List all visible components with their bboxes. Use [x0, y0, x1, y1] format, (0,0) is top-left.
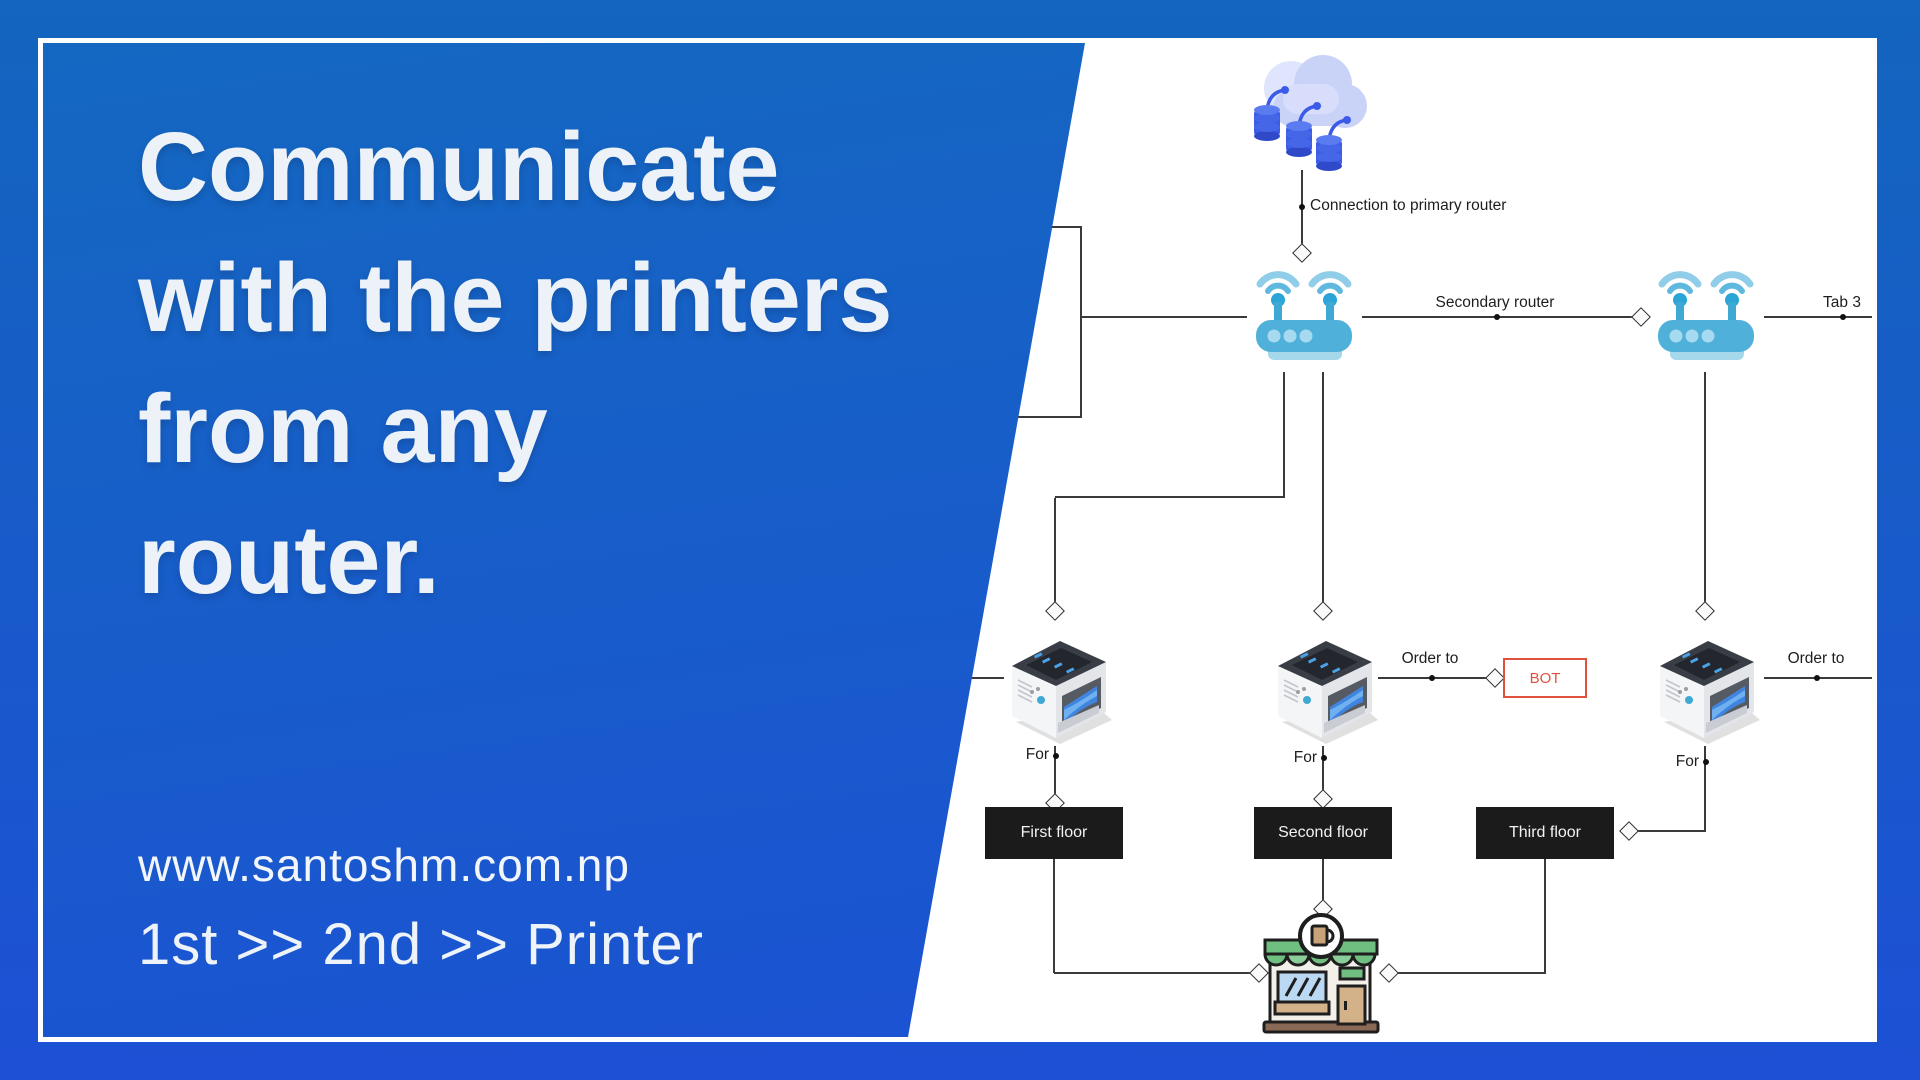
headline-line-2: with the printers [138, 243, 893, 352]
website-url: www.santoshm.com.np [138, 839, 630, 891]
connector-line [1054, 498, 1056, 606]
floor-box-third: Third floor [1476, 807, 1614, 859]
printer-icon-left [1012, 641, 1112, 744]
diamond-connector [1313, 789, 1333, 809]
label-for-left: For [1025, 746, 1049, 763]
routing-flow-text: 1st >> 2nd >> Printer [138, 912, 704, 977]
connector-line [1322, 859, 1324, 901]
connector-line [1637, 830, 1705, 832]
connector-line [1081, 316, 1247, 318]
connector-line [1283, 372, 1285, 498]
connector-line [1704, 746, 1706, 832]
connector-line [1080, 226, 1082, 418]
junction-dot [1299, 204, 1305, 210]
label-order-to-middle: Order to [1401, 650, 1459, 667]
junction-dot [1703, 759, 1709, 765]
left-blue-panel: Communicate with the printers from any r… [43, 43, 1085, 1037]
label-secondary-router: Secondary router [1435, 294, 1555, 311]
storefront-icon [1262, 913, 1380, 1034]
junction-dot [1429, 675, 1435, 681]
cloud-database-icon [1254, 55, 1367, 171]
connector-line [1322, 372, 1324, 606]
wifi-router-icon-right [1658, 271, 1754, 360]
printer-icon-right [1660, 641, 1760, 744]
connector-line [1054, 972, 1252, 974]
junction-dot [1814, 675, 1820, 681]
printer-icon-middle [1278, 641, 1378, 744]
headline: Communicate with the printers from any r… [138, 101, 893, 625]
label-tab-3: Tab 3 [1823, 294, 1861, 311]
floor-box-second: Second floor [1254, 807, 1392, 859]
headline-line-3: from any [138, 374, 548, 483]
junction-dot [1494, 314, 1500, 320]
connector-line [1544, 859, 1546, 973]
connector-line [1055, 496, 1284, 498]
diamond-connector [1619, 821, 1639, 841]
label-order-to-right: Order to [1787, 650, 1845, 667]
junction-dot [1053, 753, 1059, 759]
floor-box-first: First floor [985, 807, 1123, 859]
diamond-connector [1379, 963, 1399, 983]
headline-line-4: router. [138, 505, 440, 614]
label-connection-to-primary-router: Connection to primary router [1310, 197, 1507, 214]
connector-line [952, 677, 1004, 679]
wifi-router-icon-left [1256, 271, 1352, 360]
label-for-middle: For [1293, 749, 1317, 766]
headline-line-1: Communicate [138, 112, 780, 221]
diamond-connector [1485, 668, 1505, 688]
connector-line [1322, 746, 1324, 792]
connector-line [1396, 972, 1546, 974]
junction-dot [1321, 755, 1327, 761]
label-for-right: For [1675, 753, 1699, 770]
connector-line [1054, 746, 1056, 796]
connector-line [1704, 372, 1706, 606]
connector-line [1301, 170, 1303, 250]
connector-line [1053, 859, 1055, 973]
junction-dot [1840, 314, 1846, 320]
bot-node: BOT [1503, 658, 1587, 698]
connector-line [1764, 316, 1872, 318]
